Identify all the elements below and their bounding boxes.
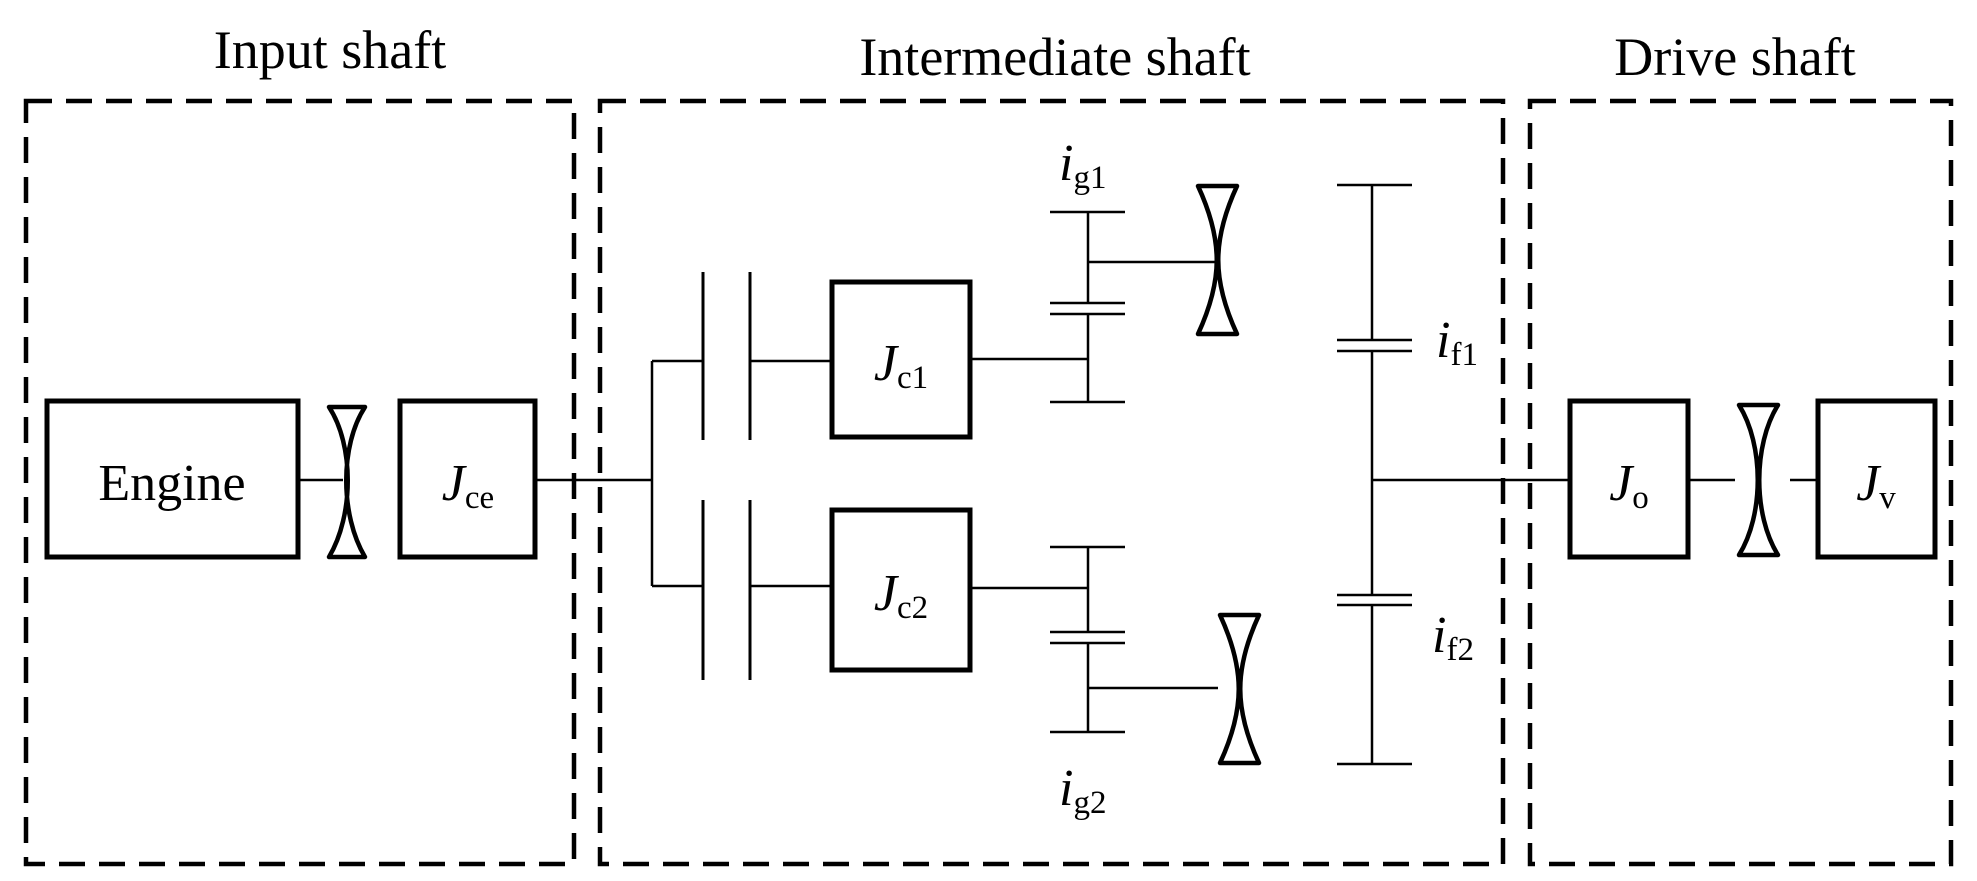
engine-block: Engine: [44, 398, 301, 560]
inertia-j-ce: Jce: [397, 398, 538, 560]
input-shaft-region: [23, 98, 577, 867]
gear-pair-g1: [1050, 210, 1125, 404]
final-drive-gears: [1337, 183, 1412, 766]
j-o-label: Jo: [1609, 455, 1649, 516]
intermediate-shaft-region: [597, 98, 1506, 867]
j-v-label: Jv: [1856, 455, 1896, 516]
shaft-lines: [298, 260, 1818, 690]
drive-shaft-region: [1527, 98, 1954, 867]
torsion-spring-engine: [326, 404, 368, 560]
j-ce-label: Jce: [442, 455, 494, 516]
intermediate-shaft-title: Intermediate shaft: [859, 27, 1250, 87]
inertia-j-c2: Jc2: [829, 507, 973, 673]
torsion-spring-g1: [1195, 183, 1240, 337]
engine-label: Engine: [98, 455, 245, 512]
drive-shaft-title: Drive shaft: [1614, 27, 1855, 87]
inertia-j-c1: Jc1: [829, 279, 973, 440]
input-shaft-title: Input shaft: [214, 20, 446, 80]
i-f1-label: if1: [1436, 312, 1478, 373]
torsion-spring-g2: [1217, 612, 1262, 766]
i-f2-label: if2: [1432, 607, 1474, 668]
i-g1-label: ig1: [1059, 135, 1106, 196]
j-c2-label: Jc2: [874, 565, 928, 626]
clutch-1: [701, 272, 752, 440]
j-c1-label: Jc1: [874, 335, 928, 396]
gear-pair-g2: [1050, 545, 1125, 734]
clutch-2: [701, 500, 752, 680]
i-g2-label: ig2: [1059, 760, 1106, 821]
inertia-j-v: Jv: [1815, 398, 1938, 560]
torsion-spring-vehicle: [1736, 402, 1781, 558]
inertia-j-o: Jo: [1567, 398, 1691, 560]
